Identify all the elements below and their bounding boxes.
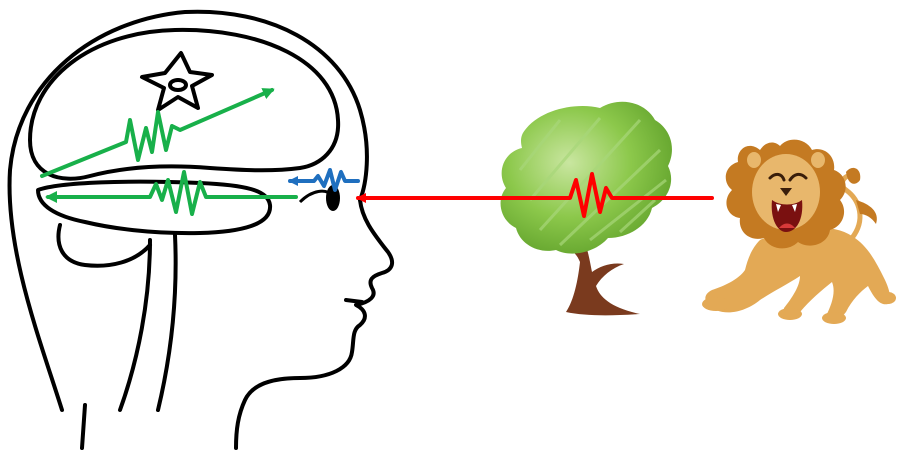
brain-stem: [120, 240, 150, 410]
face-profile: [236, 200, 392, 448]
neuron-star-icon: [142, 53, 212, 110]
head-profile-icon: [10, 12, 393, 448]
lion-icon: [702, 140, 896, 324]
eye-signal: [290, 170, 358, 190]
brain-signal-upper: [42, 90, 272, 176]
